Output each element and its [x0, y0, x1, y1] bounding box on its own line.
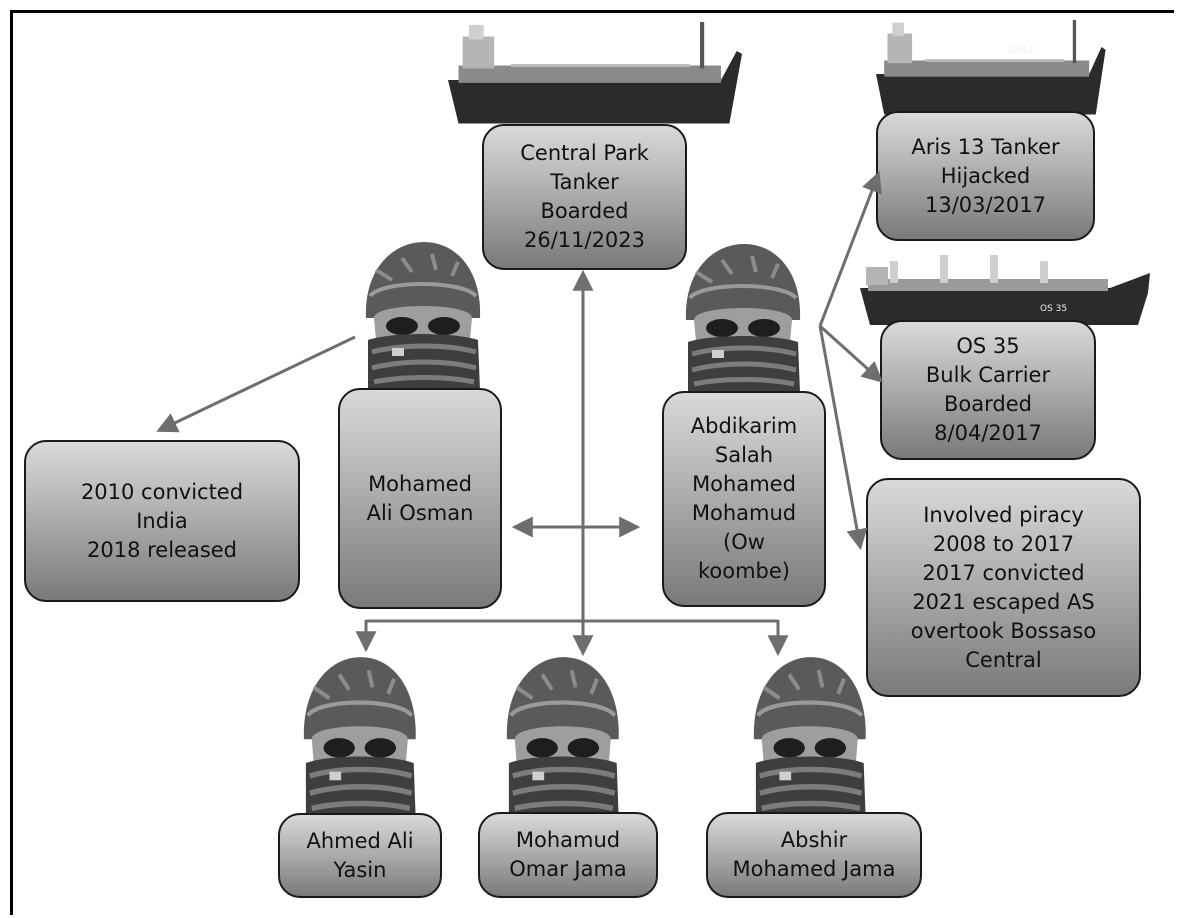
abdikarim-box: Abdikarim Salah Mohamed Mohamud (Ow koom…: [662, 391, 826, 607]
os35-hull-label: OS 35: [1040, 304, 1067, 314]
arrow-to-india: [156, 335, 356, 433]
mohamed-ali-osman-box: Mohamed Ali Osman: [338, 388, 502, 609]
central-park-box: Central Park Tanker Boarded 26/11/2023: [482, 124, 687, 270]
involved-piracy-box: Involved piracy 2008 to 2017 2017 convic…: [866, 478, 1141, 697]
aris13-hull-label: ARIS 13: [1008, 46, 1039, 55]
india-conviction-box: 2010 convicted India 2018 released: [24, 440, 300, 602]
abshir-mohamed-jama-box: Abshir Mohamed Jama: [706, 812, 922, 898]
arrow-to-os35: [818, 324, 884, 383]
diagram-frame: [10, 10, 1174, 915]
os35-bulk-carrier-image: [860, 255, 1150, 325]
aris13-box: Aris 13 Tanker Hijacked 13/03/2017: [876, 111, 1095, 241]
ahmed-ali-yasin-box: Ahmed Ali Yasin: [278, 813, 442, 898]
arrow-to-aris13: [818, 171, 882, 327]
mohamud-omar-jama-box: Mohamud Omar Jama: [478, 812, 658, 898]
arrow-to-involved: [818, 325, 868, 551]
os35-box: OS 35 Bulk Carrier Boarded 8/04/2017: [880, 320, 1096, 460]
